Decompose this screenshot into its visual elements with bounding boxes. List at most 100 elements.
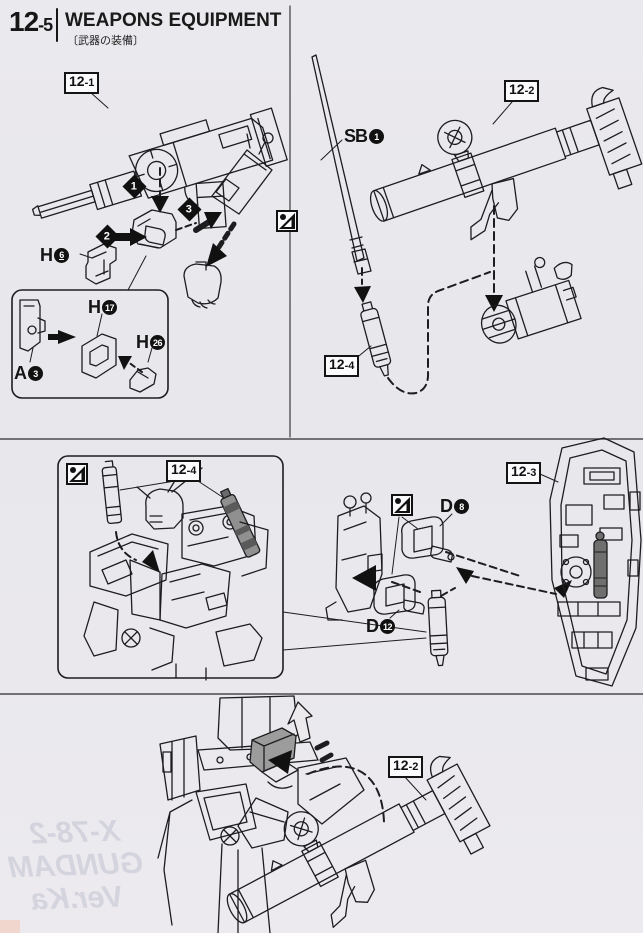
backpack-arrow [485, 295, 503, 312]
step3-arrow [196, 212, 222, 230]
saber-assembly-flow [354, 268, 371, 303]
marking-caution-icon [391, 494, 413, 516]
a3-leader [30, 348, 33, 362]
step-number-main: 12 [9, 6, 39, 37]
label-suffix: -2 [524, 85, 535, 97]
hyper-bazooka-bottom [203, 734, 499, 933]
a3-part [20, 300, 45, 351]
callout-letter: A [14, 363, 27, 383]
callout-number: 3 [33, 368, 38, 379]
d12-clamp-part [374, 575, 424, 614]
a3-arrow [58, 330, 76, 344]
label-suffix: -1 [84, 77, 95, 89]
part-callout-h6: H 6 [40, 245, 69, 266]
step-number: 3 [186, 203, 193, 216]
label-number: 12 [393, 757, 409, 773]
part-callout-d12: D 12 [366, 616, 395, 637]
marking-caution-glyph [279, 213, 295, 229]
step-number-suffix: -5 [38, 15, 53, 35]
label-suffix: -3 [526, 467, 537, 479]
backpack-part [467, 248, 589, 348]
page-title: WEAPONS EQUIPMENT [65, 10, 282, 31]
step2-arrow-stem [112, 233, 130, 241]
label-number: 12 [69, 73, 85, 89]
callout-number-circle: 12 [380, 619, 395, 634]
marking-caution-icon [66, 463, 88, 485]
step2-arrow [130, 228, 147, 246]
part-callout-sb1: SB 1 [344, 126, 385, 147]
callout-number: 8 [459, 501, 464, 512]
label-number: 12 [171, 461, 187, 477]
waist-unit-drawing [158, 696, 364, 933]
h6-leader [80, 254, 92, 258]
label-number: 12 [509, 81, 525, 97]
callout-number-circle: 8 [454, 499, 469, 514]
saber-hilt-top [357, 300, 395, 379]
beam-saber-blade [312, 55, 371, 274]
callout-letter: SB [344, 126, 368, 146]
callout-number: 6 [59, 250, 64, 260]
scan-smudge [0, 920, 20, 933]
label-number: 12 [511, 463, 527, 479]
callout-letter: D [440, 496, 453, 516]
callout-number-circle: 3 [28, 366, 43, 381]
part-callout-d8: D 8 [440, 496, 469, 517]
hand-grip-part [132, 210, 176, 248]
h26-dash [128, 362, 142, 372]
d12-leader [390, 610, 399, 618]
rifle-to-hand-flow [151, 168, 196, 230]
page-step-number: 12-5 [9, 6, 53, 38]
label-12-3-leader [540, 474, 558, 482]
saber-hilt-mid [426, 589, 450, 667]
a3-arrow-stem [48, 334, 60, 340]
inset-detail-box [12, 290, 168, 398]
label-suffix: -4 [344, 360, 355, 372]
h17-part [82, 334, 116, 378]
callout-number: 12 [382, 621, 393, 632]
sb1-leader [321, 140, 342, 160]
label-suffix: -4 [186, 465, 197, 477]
subassembly-label-12-1: 12-1 [64, 72, 100, 94]
forearm-part [212, 133, 273, 214]
callout-letter: H [88, 297, 101, 317]
h26-part [130, 368, 156, 392]
panel-box [58, 456, 283, 678]
label-12-1-leader [90, 92, 108, 108]
callout-number-circle: 17 [102, 300, 117, 315]
subassembly-label-12-2-top: 12-2 [504, 80, 540, 102]
panel-to-hilt-leaders [283, 612, 426, 650]
d8-clamp-part [402, 517, 454, 562]
subassembly-label-12-4-top: 12-4 [324, 355, 360, 377]
callout-letter: D [366, 616, 379, 636]
inset-leader [128, 256, 146, 290]
section-dividers [0, 439, 643, 694]
h6-part [86, 244, 116, 284]
label-12-2-leader [493, 102, 512, 124]
hyper-bazooka-top [353, 65, 643, 268]
forearm-to-fist-arrow [206, 224, 234, 267]
part-callout-h17: H 17 [88, 297, 117, 318]
subassembly-label-12-4-panel: 12-4 [166, 460, 202, 482]
bazooka-mount-dash [308, 767, 384, 822]
h26-arrow [118, 356, 132, 370]
saber-route-dash [388, 272, 490, 393]
marking-caution-glyph [69, 466, 85, 482]
callout-letter: H [136, 332, 149, 352]
callout-letter: H [40, 245, 53, 265]
step-number: 2 [104, 230, 111, 243]
part-callout-h26: H 26 [136, 332, 165, 353]
callout-number: 17 [104, 302, 115, 313]
label-suffix: -2 [408, 761, 419, 773]
callout-number-circle: 26 [150, 335, 165, 350]
h17-leader [97, 314, 102, 336]
d8-leader [440, 514, 452, 526]
subassembly-label-12-2-bottom: 12-2 [388, 756, 424, 778]
callout-number-circle: 1 [369, 129, 385, 144]
h26-leader [148, 348, 152, 362]
callout-number: 26 [152, 337, 163, 348]
step-number: 1 [131, 180, 138, 193]
torso-rear-drawing [84, 461, 268, 680]
latch-motion-arrows [268, 702, 331, 774]
page-subtitle-jp: 〔武器の装備〕 [67, 35, 144, 47]
